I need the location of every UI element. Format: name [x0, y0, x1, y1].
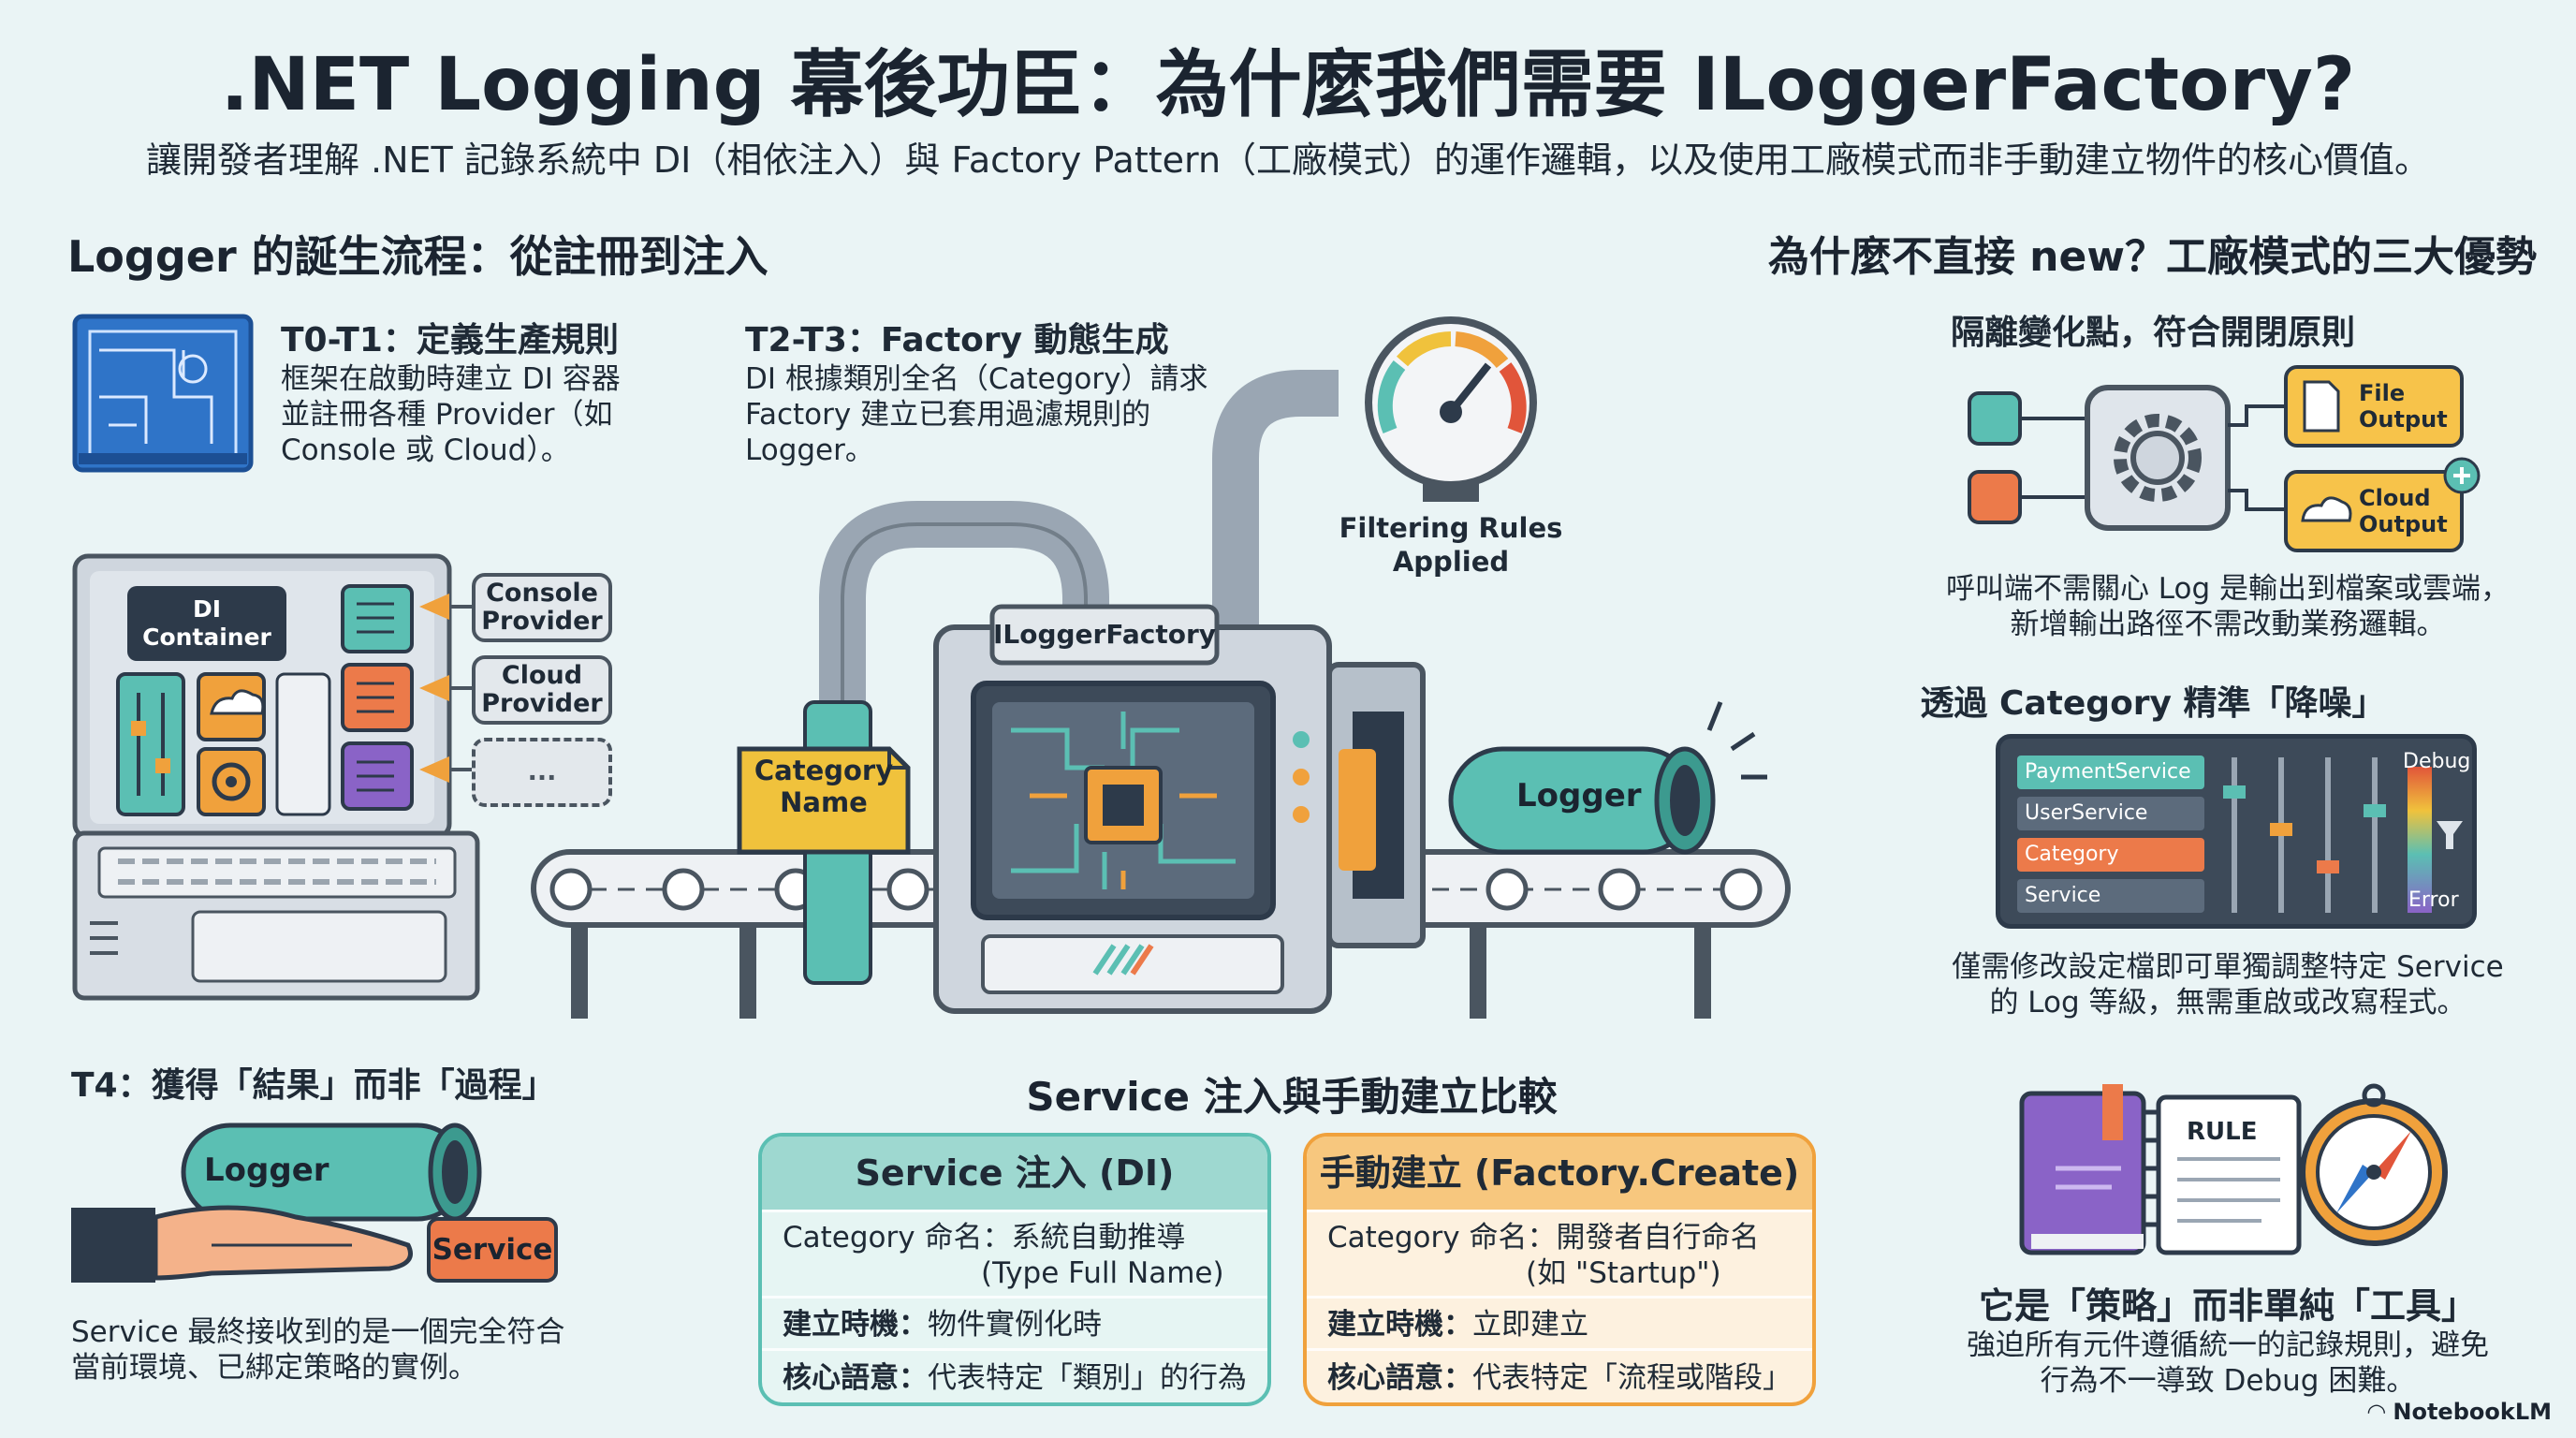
t4-desc: Service 最終接收到的是一個完全符合 當前環境、已綁定策略的實例。	[71, 1315, 565, 1385]
mixer-item-payment: PaymentService	[2017, 756, 2204, 789]
mixer-sliders	[2223, 757, 2463, 913]
t4-logger-label: Logger	[204, 1152, 329, 1189]
filtering-rules-label: Filtering Rules Applied	[1339, 512, 1563, 578]
category-name-doc: Category Name	[754, 755, 894, 818]
t0-desc: 框架在啟動時建立 DI 容器 並註冊各種 Provider（如 Console …	[281, 362, 621, 467]
level-debug-label: Debug	[2403, 750, 2471, 773]
manual-timing-row: 建立時機：立即建立	[1307, 1296, 1812, 1348]
di-container-label: DI Container	[142, 595, 271, 651]
t4-service-badge: Service	[427, 1217, 558, 1283]
level-error-label: Error	[2408, 888, 2459, 912]
mixer-item-category: Category	[2017, 838, 2204, 872]
advantages-heading: 為什麼不直接 new？工廠模式的三大優勢	[1767, 233, 2537, 281]
adv3-title: 它是「策略」而非單純「工具」	[1978, 1285, 2477, 1327]
di-card-title: Service 注入 (DI)	[762, 1137, 1267, 1210]
rule-label: RULE	[2187, 1118, 2258, 1146]
mixer-item-service: Service	[2017, 879, 2204, 913]
di-semantic-row: 核心語意：代表特定「類別」的行為	[762, 1348, 1267, 1402]
hand-receiving-logger-icon: Logger Service	[71, 1114, 558, 1301]
brand-icon: ◠	[2367, 1399, 2393, 1425]
more-providers: ...	[472, 738, 612, 807]
factory-machine: ILoggerFactory Category Name Logger Filt…	[524, 309, 1816, 1020]
adv3-desc: 強迫所有元件遵循統一的記錄規則，避免 行為不一導致 Debug 困難。	[1967, 1328, 2489, 1398]
adv1-desc: 呼叫端不需關心 Log 是輸出到檔案或雲端， 新增輸出路徑不需改動業務邏輯。	[1945, 572, 2510, 641]
di-timing-row: 建立時機：物件實例化時	[762, 1296, 1267, 1348]
adv1-title: 隔離變化點，符合開閉原則	[1950, 314, 2355, 352]
manual-compare-card: 手動建立 (Factory.Create) Category 命名：開發者自行命…	[1303, 1133, 1816, 1406]
di-container-machine: DI Container	[71, 552, 483, 1002]
rulebook-compass-icon: RULE	[2018, 1075, 2458, 1258]
di-category-row: Category 命名：系統自動推導 (Type Full Name)	[762, 1210, 1267, 1296]
adv2-title: 透過 Category 精準「降噪」	[1920, 684, 2386, 723]
manual-category-row: Category 命名：開發者自行命名 (如 "Startup")	[1307, 1210, 1812, 1296]
t2-desc: DI 根據類別全名（Category）請求 Factory 建立已套用過濾規則的…	[745, 362, 1208, 467]
adv2-desc: 僅需修改設定檔即可單獨調整特定 Service 的 Log 等級，無需重啟或改寫…	[1952, 950, 2504, 1020]
manual-semantic-row: 核心語意：代表特定「流程或階段」	[1307, 1348, 1812, 1402]
brand-logo: ◠ NotebookLM	[2367, 1399, 2552, 1425]
di-compare-card: Service 注入 (DI) Category 命名：系統自動推導 (Type…	[758, 1133, 1271, 1406]
manual-card-title: 手動建立 (Factory.Create)	[1307, 1137, 1812, 1210]
page-title: .NET Logging 幕後功臣：為什麼我們需要 ILoggerFactory…	[220, 43, 2356, 127]
log-level-mixer: PaymentService UserService Category Serv…	[1996, 734, 2477, 929]
t4-title: T4：獲得「結果」而非「過程」	[71, 1066, 556, 1105]
blueprint-icon	[71, 313, 255, 474]
mixer-item-user: UserService	[2017, 797, 2204, 830]
compare-heading: Service 注入與手動建立比較	[1026, 1074, 1558, 1120]
t2-title: T2-T3：Factory 動態生成	[745, 321, 1169, 360]
flow-heading: Logger 的誕生流程：從註冊到注入	[67, 231, 768, 282]
logger-cylinder-label: Logger	[1516, 777, 1642, 814]
t0-title: T0-T1：定義生產規則	[281, 321, 619, 360]
factory-label: ILoggerFactory	[992, 619, 1217, 650]
page-subtitle: 讓開發者理解 .NET 記錄系統中 DI（相依注入）與 Factory Patt…	[145, 139, 2431, 181]
provider-arrows	[419, 594, 477, 783]
